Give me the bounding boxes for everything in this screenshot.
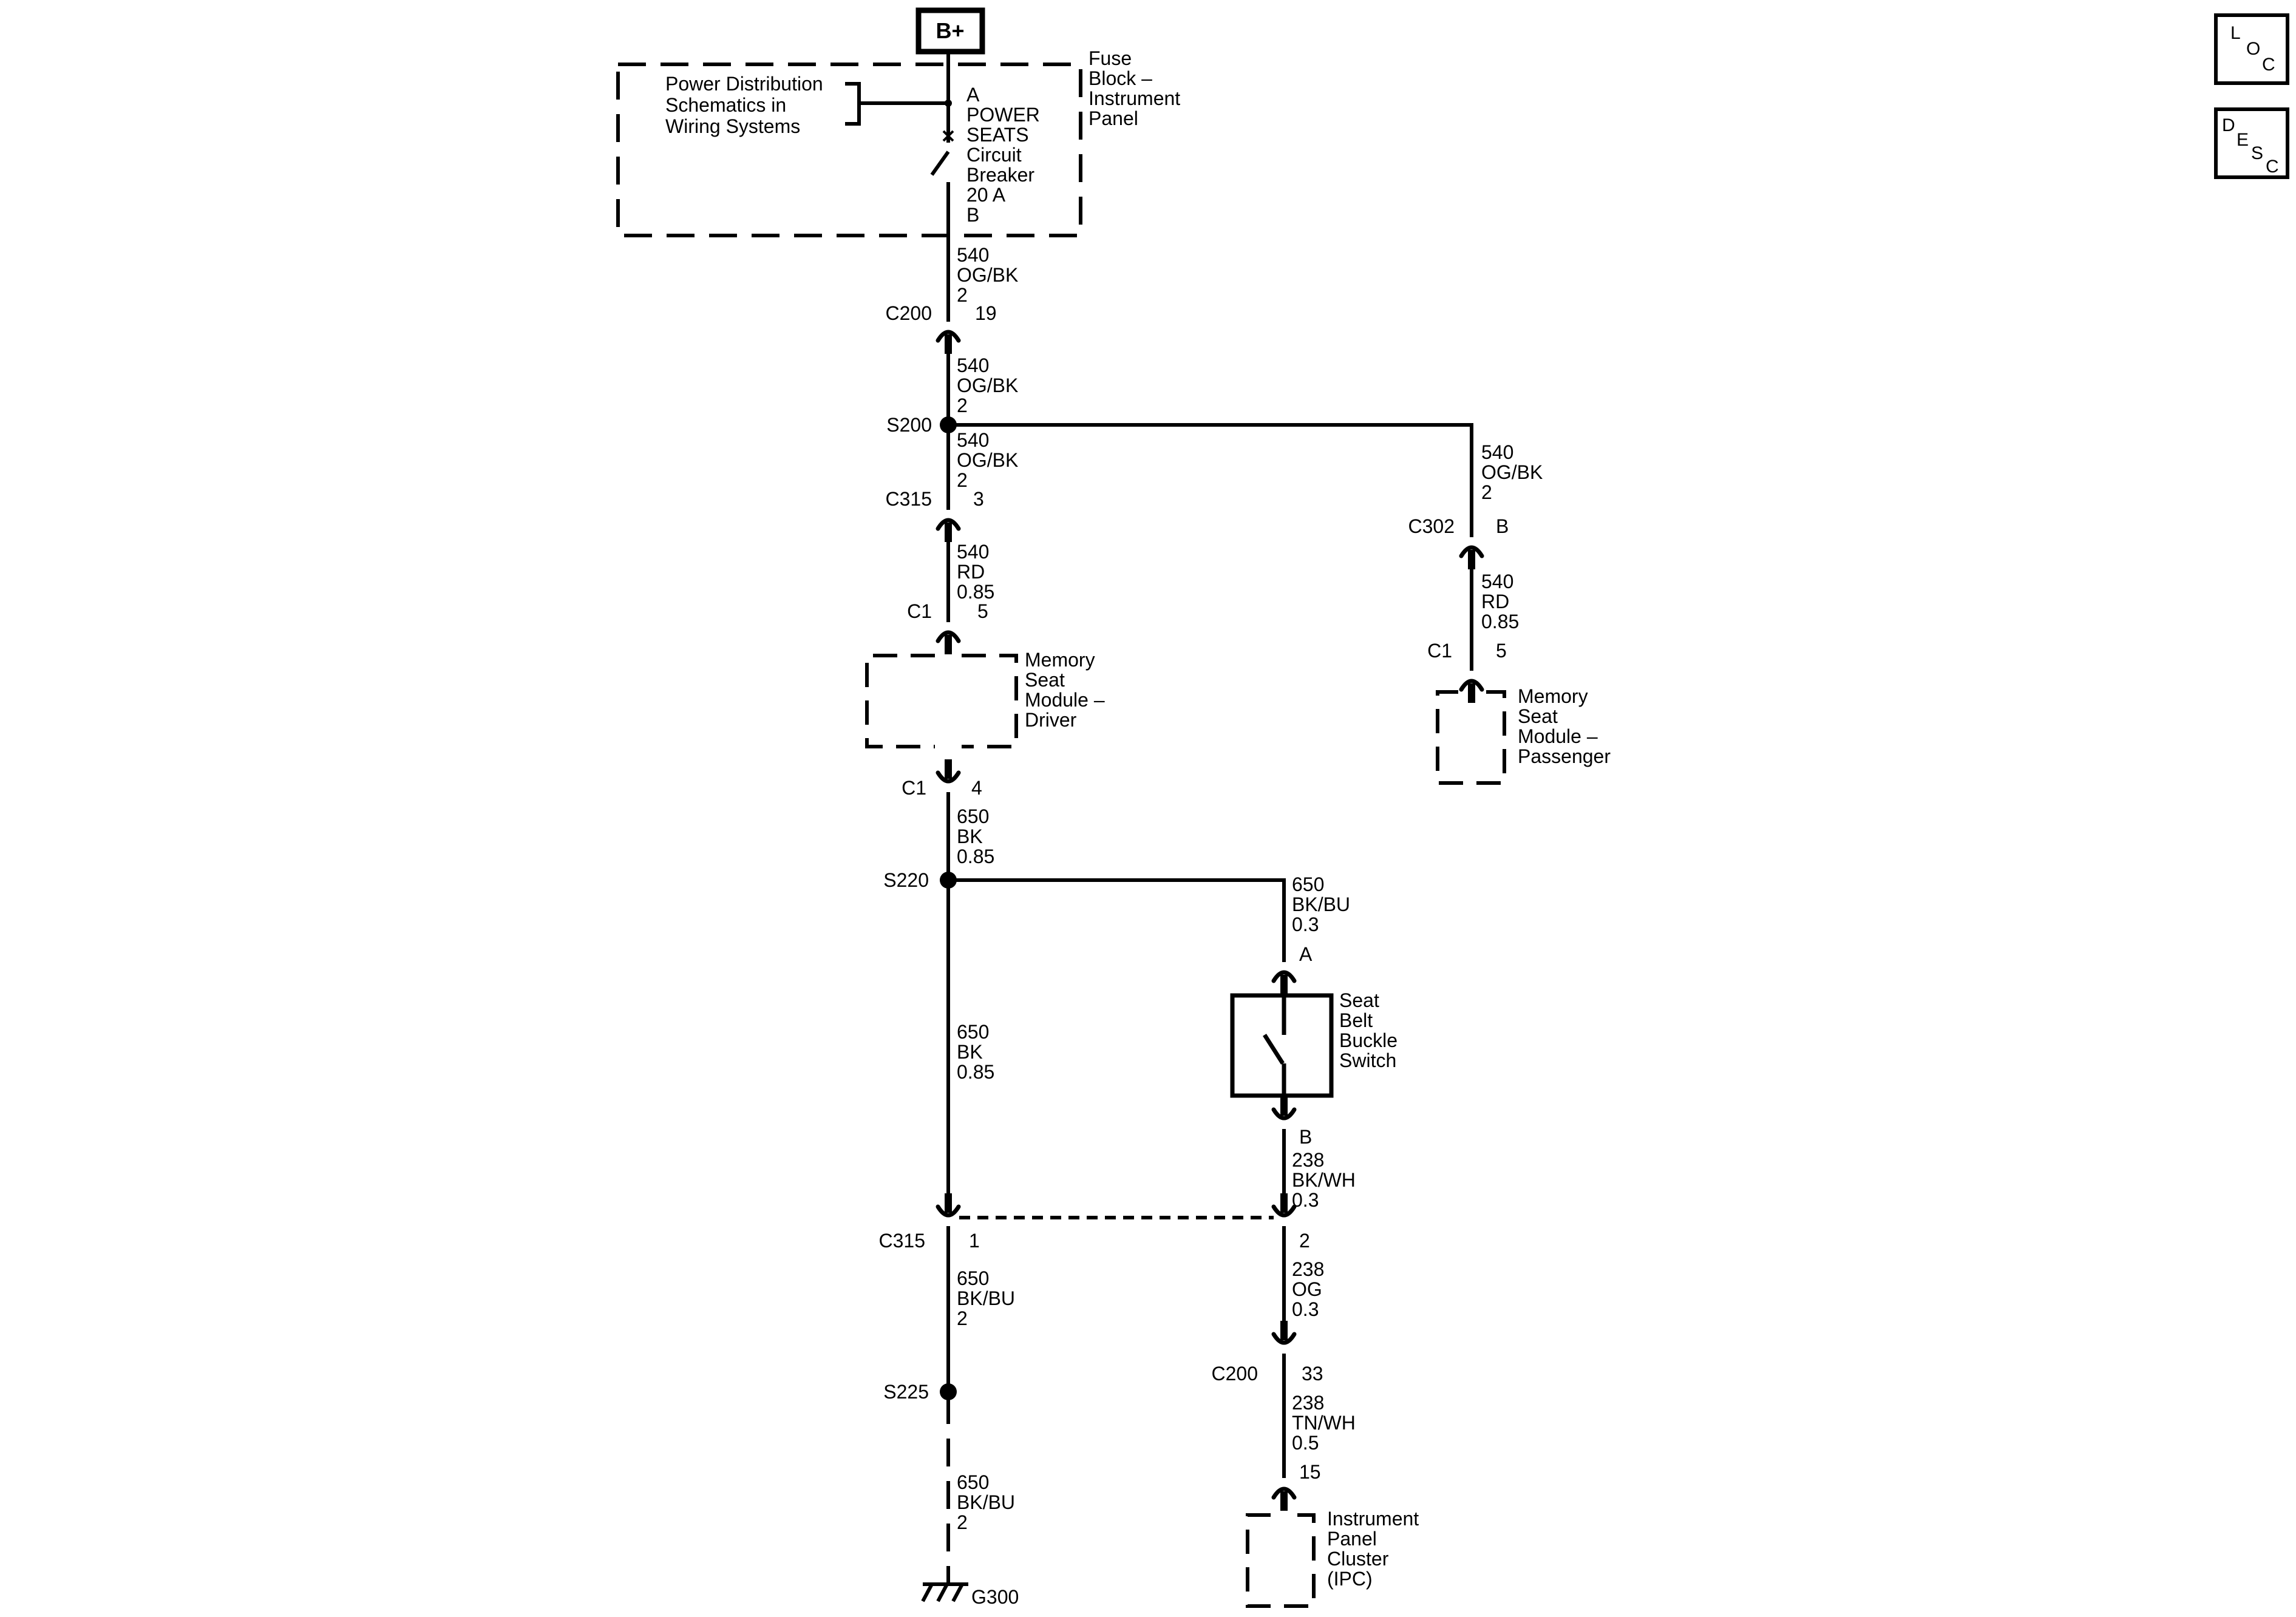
- seat-belt-switch-contact: [1263, 995, 1286, 1096]
- wire-label-w10: 540 RD 0.85: [1481, 571, 1519, 632]
- c315-bottom-pin-right: 2: [1299, 1230, 1310, 1252]
- passenger-branch-wire: [948, 423, 1473, 671]
- wire-label-w13: 238 OG 0.3: [1292, 1258, 1330, 1320]
- connector-c200-top: [938, 332, 959, 354]
- seat-belt-switch-label: Seat Belt Buckle Switch: [1339, 989, 1403, 1071]
- c315-top-pin: 3: [973, 488, 984, 510]
- fuse-block-label: Fuse Block – Instrument Panel: [1089, 47, 1186, 129]
- loc-icon[interactable]: L O C: [2230, 23, 2275, 75]
- wire-label-w14: 238 TN/WH 0.5: [1292, 1392, 1361, 1454]
- splice-s225: [940, 1383, 957, 1400]
- c200-top-name: C200: [886, 302, 932, 324]
- wire-label-w8: 650 BK/BU 2: [957, 1471, 1021, 1533]
- g300-label: G300: [971, 1586, 1019, 1608]
- c1-driver-out-pin: 4: [971, 777, 982, 799]
- memory-driver-label: Memory Seat Module – Driver: [1025, 649, 1110, 731]
- splice-s200: [940, 416, 957, 433]
- wire-label-w3: 540 OG/BK 2: [957, 429, 1024, 491]
- connector-c1-driver-out: [938, 759, 959, 781]
- wire-label-w2: 540 OG/BK 2: [957, 354, 1024, 416]
- c302-pin: B: [1496, 515, 1509, 537]
- s220-label: S220: [883, 869, 929, 891]
- splice-s220: [940, 872, 957, 889]
- c302-name: C302: [1408, 515, 1455, 537]
- s200-label: S200: [886, 414, 932, 436]
- memory-passenger-outline: [1436, 690, 1506, 785]
- main-wire: [930, 52, 950, 1387]
- connector-ipc: [1274, 1489, 1294, 1511]
- wire-label-w1: 540 OG/BK 2: [957, 244, 1024, 306]
- seatbelt-branch-wire: [948, 878, 1286, 1478]
- wire-label-w5: 650 BK 0.85: [957, 805, 994, 867]
- wire-label-w4: 540 RD 0.85: [957, 541, 994, 603]
- power-dist-bracket: [845, 82, 948, 126]
- switch-pin-b: B: [1299, 1126, 1312, 1148]
- loc-box[interactable]: [2214, 13, 2289, 85]
- fuse-block-outline: [616, 63, 1082, 237]
- power-dist-note[interactable]: Power Distribution Schematics in Wiring …: [665, 73, 829, 137]
- connector-c200-bottom: [1274, 1321, 1294, 1343]
- breaker-x-mark: [942, 130, 954, 142]
- c200-bottom-name: C200: [1212, 1363, 1258, 1385]
- memory-passenger-label: Memory Seat Module – Passenger: [1518, 685, 1611, 767]
- connector-c1-passenger: [1461, 681, 1482, 703]
- c1-pass-pin: 5: [1496, 640, 1507, 662]
- wire-label-w12: 238 BK/WH 0.3: [1292, 1149, 1361, 1211]
- ipc-pin: 15: [1299, 1461, 1321, 1483]
- ipc-label: Instrument Panel Cluster (IPC): [1327, 1508, 1424, 1590]
- connector-c315-bottom-left: [938, 1193, 959, 1215]
- wire-label-w11: 650 BK/BU 0.3: [1292, 873, 1356, 935]
- connector-switch-a: [1274, 972, 1294, 994]
- c200-bottom-pin: 33: [1302, 1363, 1323, 1385]
- wire-label-w7: 650 BK/BU 2: [957, 1267, 1021, 1329]
- c315-bottom-name: C315: [879, 1230, 926, 1252]
- b-plus-label: B+: [936, 18, 964, 43]
- desc-box[interactable]: [2214, 107, 2289, 179]
- c1-driver-in-name: C1: [907, 600, 932, 622]
- fuse-feed-dot: [945, 100, 952, 107]
- connector-c1-driver-in: [938, 632, 959, 654]
- b-plus-box: [915, 7, 985, 55]
- desc-icon[interactable]: D E S C: [2222, 115, 2279, 177]
- wire-label-w9: 540 OG/BK 2: [1481, 441, 1548, 503]
- c315-bottom-pin-left: 1: [969, 1230, 980, 1252]
- switch-pin-a: A: [1299, 943, 1313, 965]
- s225-label: S225: [883, 1381, 929, 1403]
- connector-c315-top: [938, 520, 959, 542]
- c315-top-name: C315: [886, 488, 932, 510]
- c200-top-pin: 19: [975, 302, 997, 324]
- connector-switch-b: [1274, 1096, 1294, 1118]
- ipc-outline: [1246, 1513, 1316, 1608]
- c1-driver-out-name: C1: [902, 777, 926, 799]
- wire-label-w6: 650 BK 0.85: [957, 1021, 994, 1083]
- breaker-label: A POWER SEATS Circuit Breaker 20 A B: [966, 84, 1045, 226]
- memory-driver-outline: [865, 654, 1018, 748]
- ground-symbol: [921, 1582, 968, 1602]
- connector-c302: [1461, 547, 1482, 569]
- c1-pass-name: C1: [1427, 640, 1452, 662]
- connector-c315-bottom-right: [1274, 1193, 1294, 1215]
- c1-driver-in-pin: 5: [977, 600, 988, 622]
